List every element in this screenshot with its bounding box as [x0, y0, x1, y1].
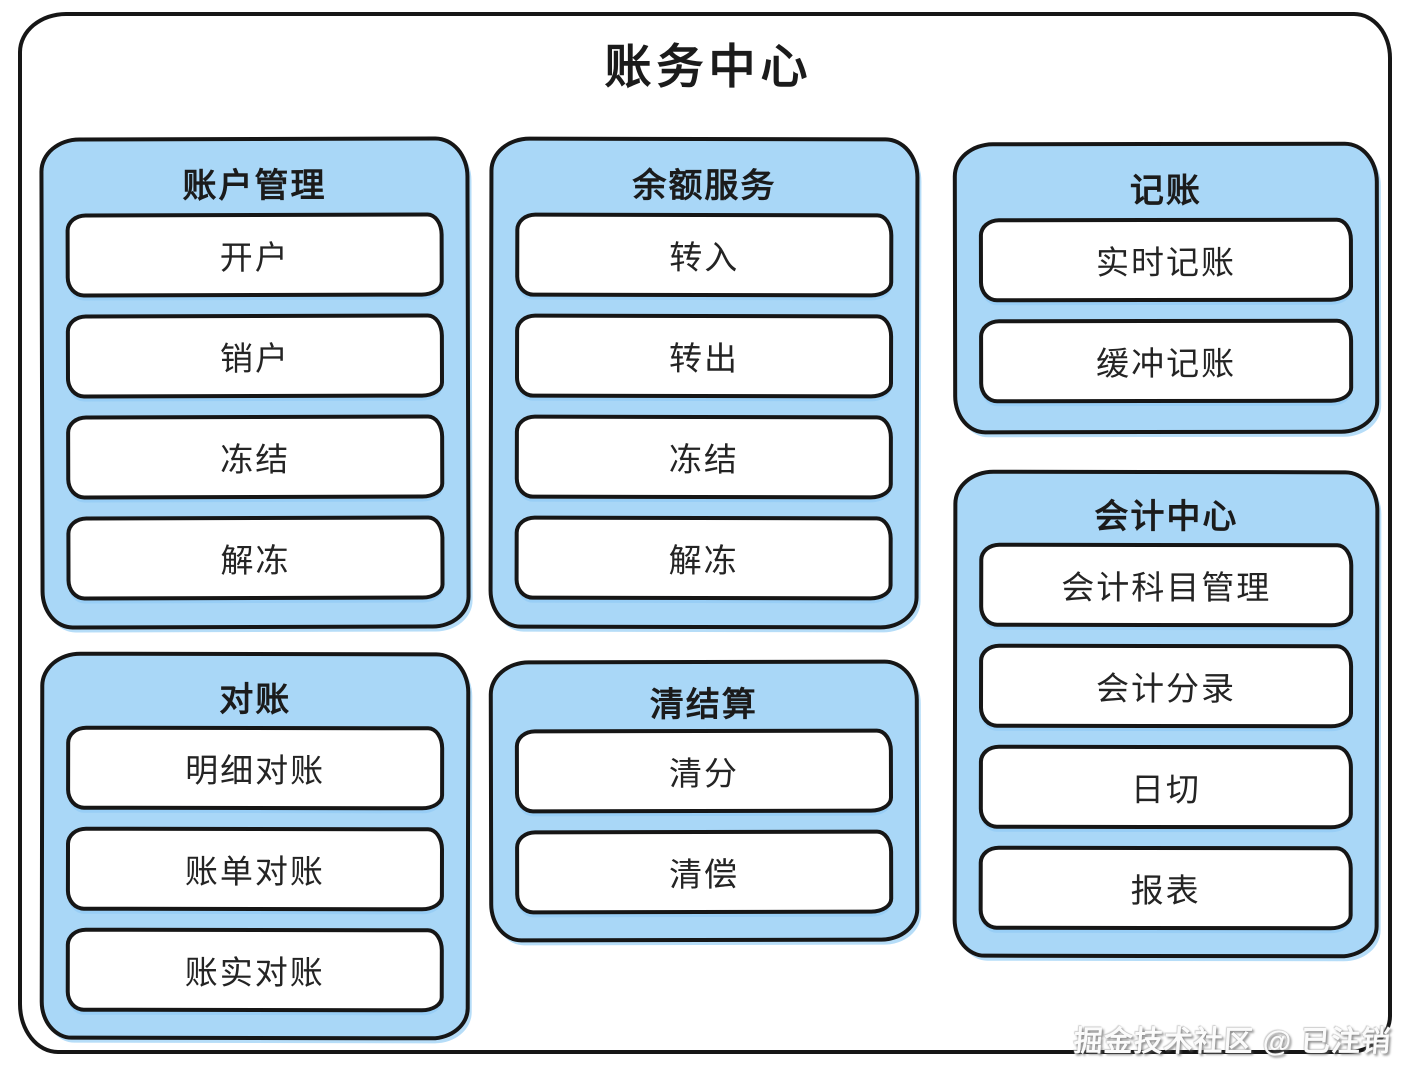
- diagram-node-close-account: 销户: [65, 313, 445, 399]
- diagram-node-day-cutover: 日切: [978, 744, 1353, 830]
- group-account-management-items: 开户 销户 冻结 解冻: [65, 212, 445, 602]
- diagram-title: 账务中心: [604, 40, 813, 93]
- group-accounting-center-title: 会计中心: [1094, 497, 1239, 537]
- group-bookkeeping-items: 实时记账 缓冲记账: [978, 217, 1354, 407]
- group-account-management-title: 账户管理: [182, 166, 327, 205]
- diagram-node-accounting-entry: 会计分录: [978, 643, 1354, 729]
- group-reconciliation: 对账 明细对账 账单对账 账实对账: [39, 651, 471, 1041]
- group-accounting-center: 会计中心 会计科目管理 会计分录 日切 报表: [952, 469, 1380, 959]
- diagram-node-freeze-account: 冻结: [66, 414, 445, 500]
- group-reconciliation-items: 明细对账 账单对账 账实对账: [65, 725, 445, 1013]
- diagram-node-unfreeze-account: 解冻: [66, 515, 445, 601]
- diagram-node-buffered-booking: 缓冲记账: [979, 318, 1354, 404]
- group-bookkeeping-title: 记账: [1129, 171, 1202, 210]
- diagram-node-clearing: 清分: [514, 728, 894, 814]
- diagram-node-subject-management: 会计科目管理: [979, 542, 1354, 628]
- group-clearing-settlement-title: 清结算: [649, 685, 758, 725]
- diagram-node-transfer-out: 转出: [514, 313, 894, 399]
- accounting-center-frame: [18, 12, 1392, 1054]
- group-balance-service: 余额服务 转入 转出 冻结 解冻: [488, 136, 920, 630]
- group-clearing-settlement-items: 清分 清偿: [514, 728, 894, 915]
- group-reconciliation-title: 对账: [219, 680, 292, 719]
- group-account-management: 账户管理 开户 销户 冻结 解冻: [39, 136, 471, 630]
- diagram-node-detail-reconciliation: 明细对账: [66, 725, 445, 811]
- diagram-node-open-account: 开户: [65, 212, 444, 298]
- diagram-node-physical-reconciliation: 账实对账: [65, 927, 444, 1013]
- group-clearing-settlement: 清结算 清分 清偿: [488, 659, 920, 943]
- diagram-node-transfer-in: 转入: [515, 212, 894, 298]
- diagram-node-bill-reconciliation: 账单对账: [65, 826, 445, 912]
- diagram-node-report: 报表: [978, 845, 1353, 931]
- diagram-node-realtime-booking: 实时记账: [978, 217, 1354, 303]
- diagram-node-repayment: 清偿: [515, 829, 894, 915]
- group-balance-service-title: 余额服务: [632, 166, 777, 205]
- group-accounting-center-items: 会计科目管理 会计分录 日切 报表: [978, 542, 1354, 931]
- group-balance-service-items: 转入 转出 冻结 解冻: [514, 212, 894, 602]
- watermark: 掘金技术社区 @ 已注销: [1072, 1026, 1392, 1058]
- diagram-node-unfreeze-balance: 解冻: [514, 515, 893, 601]
- diagram-node-freeze-balance: 冻结: [514, 414, 893, 500]
- group-bookkeeping: 记账 实时记账 缓冲记账: [952, 141, 1380, 435]
